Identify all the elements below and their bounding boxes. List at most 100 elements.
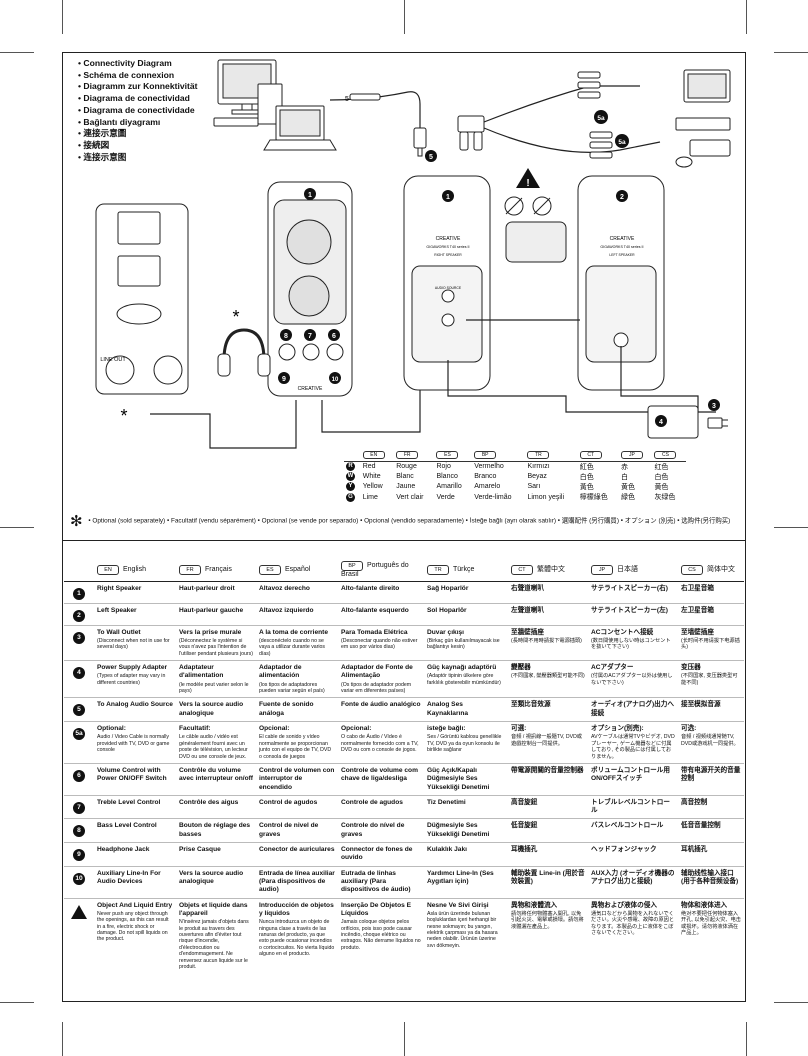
- legend-cell: Controle de agudos: [338, 794, 424, 819]
- optional-star: *: [120, 406, 127, 426]
- callout-9: [278, 372, 290, 384]
- color-cell: 黃色: [579, 483, 594, 491]
- legend-number-cell: 6: [64, 762, 94, 796]
- legend-number-cell: 10: [64, 865, 94, 898]
- legend-cell: 耳機插孔: [508, 842, 588, 867]
- legend-main-text: 至類比音效源: [511, 701, 551, 709]
- legend-main-text: Connector de fones de ouvido: [341, 846, 413, 862]
- crop-mark: [0, 1002, 34, 1003]
- legend-main-text: 左卫星音箱: [681, 606, 714, 614]
- legend-cell: Alto-falante direito: [338, 580, 424, 603]
- crop-mark: [746, 0, 747, 34]
- legend-main-text: Objets et liquide dans l'appareil: [179, 901, 248, 917]
- callout-8: [280, 329, 292, 341]
- legend-sub-text: 音频 / 视频线通常随TV, DVD或游戏机一同提供。: [681, 734, 739, 747]
- legend-main-text: Altavoz derecho: [259, 584, 310, 592]
- legend-number-cell: 4: [64, 660, 94, 698]
- color-cell: 紅色: [579, 463, 594, 471]
- color-cell: Amarillo: [436, 483, 462, 491]
- legend-cell: 左卫星音箱: [678, 602, 744, 625]
- color-table-row: Y Yellow Jaune Amarillo Amarelo Sarı 黃色 …: [344, 482, 686, 492]
- color-cell: Branco: [474, 473, 497, 481]
- connectivity-diagram: 5 5 5a 5a 1 8: [95, 59, 731, 449]
- warning-icon: [71, 904, 87, 919]
- callout-3: [708, 399, 720, 411]
- legend-number-cell: 5: [64, 697, 94, 722]
- legend-main-text: オプション(別売):: [591, 725, 644, 733]
- legend-main-text: 耳機插孔: [511, 846, 538, 854]
- legend-cell: 物体和液体进入绝对不要把任何物体塞入开孔, 以免引起火灾、电击或损坏。请勿将液体…: [678, 897, 744, 974]
- portable-player-panel: [95, 203, 189, 395]
- color-cell: Jaune: [396, 483, 416, 491]
- legend-cell: Right Speaker: [94, 580, 176, 603]
- color-cell: Beyaz: [527, 473, 547, 481]
- cable: [483, 85, 640, 123]
- legend-main-text: Contrôle du volume avec interrupteur on/…: [179, 766, 254, 783]
- legend-cell: サテライトスピーカー(左): [588, 602, 678, 625]
- legend-number-badge: 6: [73, 769, 85, 782]
- legend-cell: To Analog Audio Source: [94, 697, 176, 722]
- page-frame: [62, 52, 746, 1002]
- callout-6: [328, 329, 340, 341]
- legend-main-text: 接至模拟音源: [681, 701, 721, 709]
- legend-main-text: Para Tomada Elétrica: [341, 628, 408, 636]
- legend-sub-text: (付属のACアダプター以外は使用しないで下さい): [591, 673, 673, 686]
- legend-main-text: サテライトスピーカー(右): [591, 584, 668, 592]
- legend-cell: トレブルレベルコントロール: [588, 794, 678, 819]
- legend-cell: Facultatif:Le câble audio / vidéo est gé…: [176, 721, 256, 764]
- legend-number-badge: 2: [73, 609, 85, 622]
- callout-5a: [594, 110, 608, 124]
- legend-main-text: 辅助线性输入接口 (用于各种音频设备): [681, 869, 739, 885]
- legend-cell: 帶電源開關的音量控制器: [508, 762, 588, 796]
- legend-main-text: Opcional:: [341, 725, 372, 733]
- legend-main-text: Inserção De Objetos E Líquidos: [341, 901, 411, 917]
- legend-main-text: オーディオ(アナログ)出力へ接続: [591, 701, 674, 717]
- legend-main-text: ボリュームコントロール用ON/OFFスイッチ: [591, 766, 670, 783]
- legend-number-cell: 5a: [64, 721, 94, 764]
- legend-cell: Vers la source audio analogique: [176, 697, 256, 722]
- diagram-title: Bağlantı diyagramı: [78, 117, 198, 129]
- legend-cell: 至墙壁插座(长时间不用请拔下电源插头): [678, 624, 744, 661]
- legend-main-text: Opcional:: [259, 725, 290, 733]
- diagram-title: Schéma de connexion: [78, 70, 198, 82]
- legend-main-text: Nesne Ve Sivi Girişi: [427, 901, 489, 909]
- lang-tag: TR: [527, 451, 550, 460]
- legend-sub-text: (数日間使用しない時はコンセントを抜いて下さい): [591, 637, 671, 651]
- legend-number-cell: 7: [64, 794, 94, 819]
- legend-cell: Yardımcı Line-In (Ses Aygıtları için): [424, 865, 508, 898]
- legend-cell: Kulaklık Jakı: [424, 842, 508, 867]
- legend-main-text: Volume Control with Power ON/OFF Switch: [97, 766, 167, 783]
- legend-cell: Bouton de réglage des basses: [176, 818, 256, 843]
- diagram-title: Diagrama de conectividade: [78, 105, 198, 117]
- legend-main-text: Left Speaker: [97, 606, 137, 614]
- legend-main-text: Controle de volume com chave de liga/des…: [341, 766, 418, 783]
- color-cell: Blanc: [396, 473, 414, 481]
- legend-cell: Haut-parleur gauche: [176, 602, 256, 625]
- legend-sub-text: (los tipos de adaptadores pueden variar …: [259, 681, 325, 695]
- legend-main-text: 低音旋鈕: [511, 822, 538, 830]
- legend-main-text: Duvar çıkışı: [427, 628, 465, 636]
- line-out-label: LINE OUT: [100, 357, 126, 363]
- optional-note-text: • Optional (sold separately) • Facultati…: [88, 517, 731, 525]
- legend-sub-text: (长时间不用请拔下电源插头): [681, 637, 740, 651]
- legend-main-text: Contrôle des aigus: [179, 798, 239, 806]
- legend-main-text: Düğmesiyle Ses Yüksekliği Denetimi: [427, 822, 490, 838]
- legend-cell: Conector de auriculares: [256, 842, 338, 867]
- legend-main-text: To Wall Outlet: [97, 628, 141, 636]
- crop-mark: [774, 527, 808, 528]
- legend-main-text: Haut-parleur droit: [179, 584, 235, 592]
- legend-cell: 變壓器(不同國家, 變壓器類型可能不同): [508, 660, 588, 698]
- legend-cell: Treble Level Control: [94, 794, 176, 819]
- legend-cell: 可选:音频 / 视频线通常随TV, DVD或游戏机一同提供。: [678, 721, 744, 764]
- crop-mark: [746, 1022, 747, 1056]
- diagram-title: 接続図: [78, 140, 198, 152]
- legend-cell: A la toma de corriente(desconéctelo cuan…: [256, 624, 338, 661]
- legend-cell: Power Supply Adapter(Types of adapter ma…: [94, 660, 176, 698]
- brand-logo: CREATIVE: [298, 386, 323, 392]
- legend-main-text: 变压器: [681, 664, 701, 672]
